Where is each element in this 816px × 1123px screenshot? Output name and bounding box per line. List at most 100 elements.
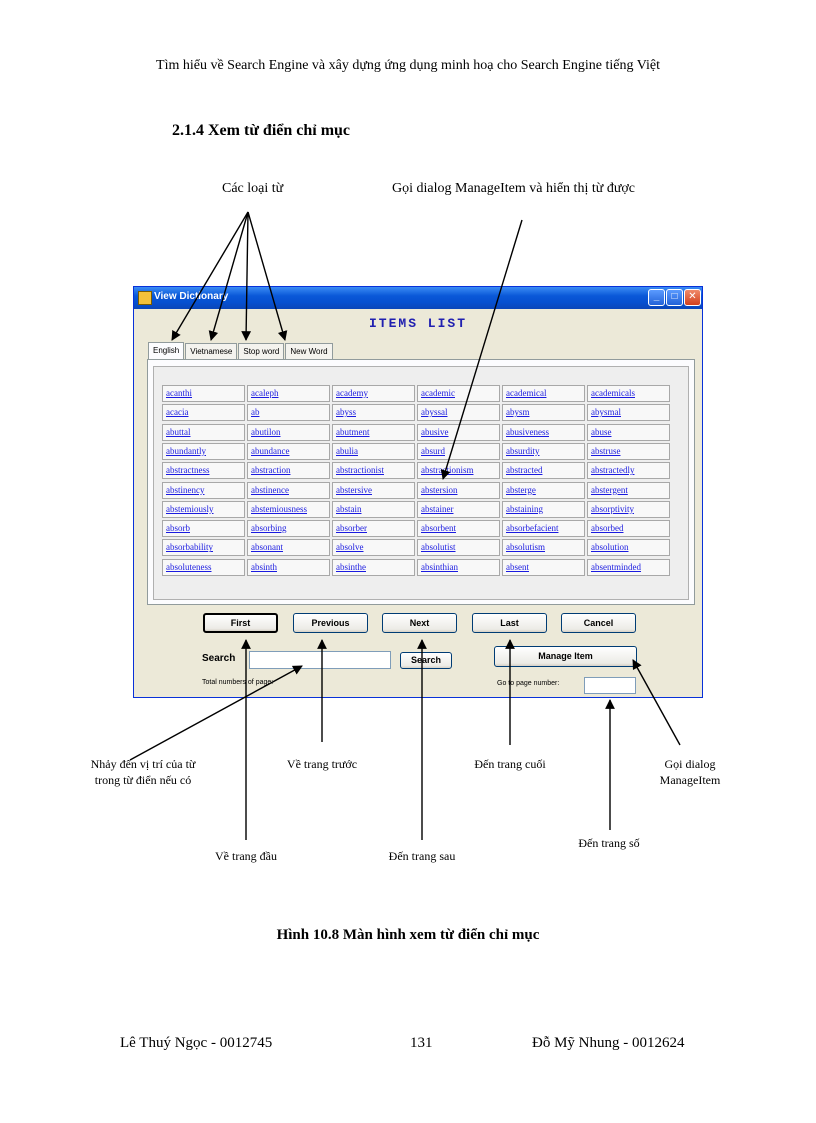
previous-button[interactable]: Previous [293,613,368,633]
grid-word-link[interactable]: abyssal [417,404,500,422]
grid-word-link[interactable]: absterge [502,481,585,499]
annotation-call-line1: Gọi dialog [664,757,716,771]
grid-word-link[interactable]: absorbability [162,539,245,557]
grid-word-link[interactable]: abuttal [162,423,245,441]
next-button[interactable]: Next [382,613,457,633]
grid-word-link[interactable]: abusive [417,423,500,441]
grid-word-link[interactable]: absinth [247,558,330,576]
grid-word-link[interactable]: abusiveness [502,423,585,441]
grid-word-link[interactable]: absolution [587,539,670,557]
grid-word-link[interactable]: abundantly [162,442,245,460]
grid-word-link[interactable]: absurd [417,442,500,460]
grid-word-link[interactable]: abstraction [247,462,330,480]
grid-word-link[interactable]: academical [502,385,585,402]
grid-word-link[interactable]: abstemiousness [247,500,330,518]
grid-word-link[interactable]: abutment [332,423,415,441]
grid-word-link[interactable]: abstractedly [587,462,670,480]
arrow-to-grid-word [440,219,523,480]
grid-word-link[interactable]: absorptivity [587,500,670,518]
tab-stop-word[interactable]: Stop word [238,343,285,360]
grid-word-link[interactable]: absonant [247,539,330,557]
first-button[interactable]: First [203,613,278,633]
goto-page-label: Go to page number: [497,680,560,687]
grid-word-link[interactable]: abstractness [162,462,245,480]
annotation-word-types: Các loại từ [222,181,284,196]
grid-word-link[interactable]: absolutist [417,539,500,557]
grid-word-link[interactable]: abyss [332,404,415,422]
grid-word-link[interactable]: abstractionist [332,462,415,480]
grid-word-link[interactable]: abstergent [587,481,670,499]
window-title: View Dictionary [154,291,229,302]
search-button[interactable]: Search [400,652,452,669]
annotation-next-page: Đến trang sau [388,849,456,863]
grid-word-link[interactable]: absentminded [587,558,670,576]
annotation-jump-line1: Nhảy đến vị trí của từ [90,757,196,771]
footer-left: Lê Thuý Ngọc - 0012745 [120,1035,273,1051]
grid-word-link[interactable]: absolutism [502,539,585,557]
grid-word-link[interactable]: abstain [332,500,415,518]
grid-word-link[interactable]: absorb [162,520,245,538]
grid-word-link[interactable]: academy [332,385,415,402]
search-input[interactable] [249,651,391,669]
grid-word-link[interactable]: absorbent [417,520,500,538]
grid-word-link[interactable]: ab [247,404,330,422]
manage-item-button[interactable]: Manage Item [494,646,637,667]
annotation-last-page: Đến trang cuối [474,757,546,771]
grid-word-link[interactable]: absinthian [417,558,500,576]
window-titlebar[interactable]: View Dictionary _ □ ✕ [134,287,702,309]
annotation-first-page: Về trang đầu [215,849,277,863]
grid-word-link[interactable]: abuse [587,423,670,441]
arrow-to-english-tab [171,211,249,341]
grid-word-link[interactable]: abstinency [162,481,245,499]
tab-strip: English Vietnamese Stop word New Word [148,342,334,360]
arrow-to-vietnamese-tab [208,211,249,341]
total-pages-label: Total numbers of page: [202,679,274,686]
annotation-call-dialog-top: Gọi dialog ManageItem và hiển thị từ đượ… [392,181,636,196]
grid-word-link[interactable]: abulia [332,442,415,460]
grid-word-link[interactable]: academicals [587,385,670,402]
goto-page-input[interactable] [584,677,636,694]
maximize-icon[interactable]: □ [666,289,683,306]
grid-word-link[interactable]: abstemiously [162,500,245,518]
grid-word-link[interactable]: absorbefacient [502,520,585,538]
last-button[interactable]: Last [472,613,547,633]
grid-word-link[interactable]: absorbing [247,520,330,538]
grid-word-link[interactable]: absurdity [502,442,585,460]
footer-right: Đỗ Mỹ Nhung - 0012624 [532,1035,685,1051]
grid-word-link[interactable]: abysm [502,404,585,422]
arrow-to-newword-tab [247,211,288,341]
grid-word-link[interactable]: abstruse [587,442,670,460]
annotation-prev-page: Về trang trước [286,757,358,771]
grid-word-link[interactable]: absoluteness [162,558,245,576]
view-dictionary-window: View Dictionary _ □ ✕ ITEMS LIST English… [133,286,703,698]
grid-word-link[interactable]: acacia [162,404,245,422]
grid-word-link[interactable]: absinthe [332,558,415,576]
tab-vietnamese[interactable]: Vietnamese [185,343,238,360]
grid-word-link[interactable]: academic [417,385,500,402]
minimize-icon[interactable]: _ [648,289,665,306]
grid-word-link[interactable]: abysmal [587,404,670,422]
grid-word-link[interactable]: abstainer [417,500,500,518]
close-icon[interactable]: ✕ [684,289,701,306]
grid-word-link[interactable]: abstracted [502,462,585,480]
grid-word-link[interactable]: abundance [247,442,330,460]
arrow-to-search-input [129,665,303,761]
grid-word-link[interactable]: abstersive [332,481,415,499]
grid-word-link[interactable]: absent [502,558,585,576]
cancel-button[interactable]: Cancel [561,613,636,633]
grid-word-link[interactable]: abutilon [247,423,330,441]
grid-word-link[interactable]: acaleph [247,385,330,402]
grid-word-link[interactable]: abstinence [247,481,330,499]
grid-word-link[interactable]: acanthi [162,385,245,402]
app-icon [138,291,152,305]
grid-word-link[interactable]: abstaining [502,500,585,518]
tab-new-word[interactable]: New Word [285,343,333,360]
tab-english[interactable]: English [148,342,185,360]
grid-word-link[interactable]: absorbed [587,520,670,538]
grid-word-link[interactable]: absorber [332,520,415,538]
grid-word-link[interactable]: absolve [332,539,415,557]
grid-word-link[interactable]: abstersion [417,481,500,499]
